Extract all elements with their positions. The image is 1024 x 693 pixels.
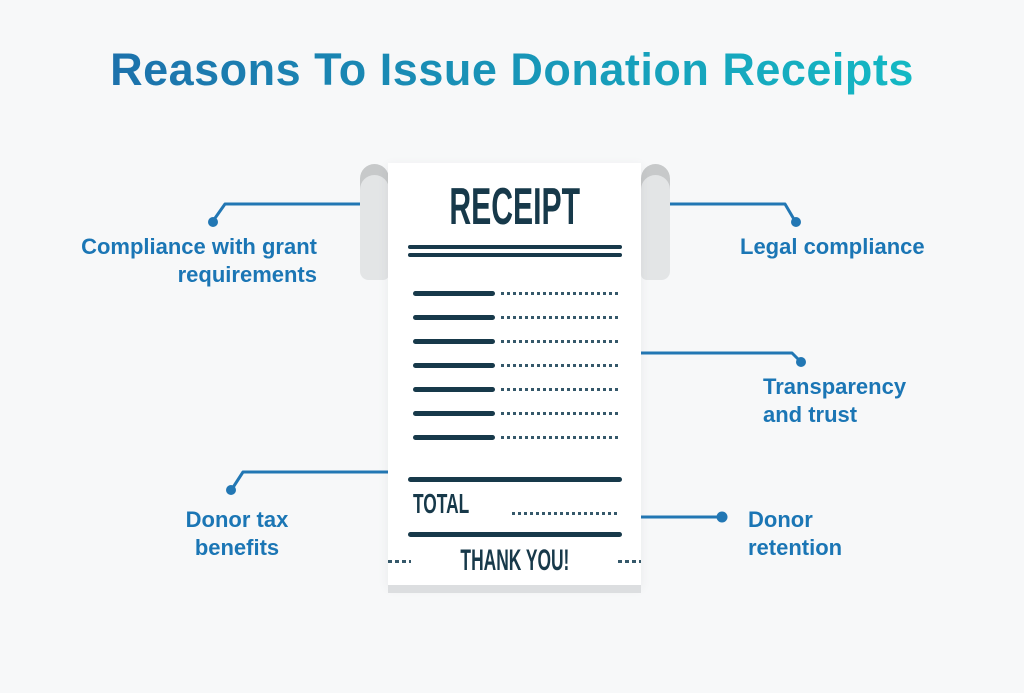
receipt-footer-label: THANK YOU!	[460, 544, 569, 577]
receipt-double-rule-bottom	[408, 253, 622, 257]
receipt-item-row	[413, 363, 618, 368]
reason-label-donor-retention: Donor retention	[748, 507, 843, 560]
receipt-bottom-strip	[388, 585, 641, 593]
connector-transparency-trust-line	[639, 351, 802, 363]
reason-label-legal-compliance: Legal compliance	[740, 234, 925, 259]
receipt-curl-left	[360, 164, 389, 280]
item-solid-bar	[413, 291, 495, 296]
item-dotted-line	[501, 292, 618, 295]
curl-roll	[360, 175, 389, 280]
receipt-item-row	[413, 435, 618, 440]
receipt-footer-row: THANK YOU!	[388, 546, 641, 576]
reason-label-donor-tax-benefits: Donor tax benefits	[185, 507, 289, 560]
receipt-heavy-rule-top	[408, 477, 622, 482]
receipt-illustration: RECEIPT TOTAL THANK YOU!	[388, 163, 641, 585]
item-dotted-line	[501, 412, 618, 415]
item-dotted-line	[501, 340, 618, 343]
item-solid-bar	[413, 387, 495, 392]
item-solid-bar	[413, 315, 495, 320]
receipt-heavy-rule-bottom	[408, 532, 622, 537]
footer-dash-right	[618, 559, 641, 563]
item-dotted-line	[501, 364, 618, 367]
connector-transparency-trust-dot	[796, 357, 806, 367]
receipt-item-row	[413, 411, 618, 416]
item-solid-bar	[413, 411, 495, 416]
receipt-total-label: TOTAL	[413, 488, 470, 519]
receipt-header: RECEIPT	[449, 178, 580, 236]
item-solid-bar	[413, 363, 495, 368]
connector-donor-tax-benefits-dot	[226, 485, 236, 495]
receipt-item-row	[413, 291, 618, 296]
reason-label-transparency-trust: Transparency and trust	[763, 374, 907, 427]
item-dotted-line	[501, 436, 618, 439]
receipt-double-rule-top	[408, 245, 622, 249]
page-title: Reasons To Issue Donation Receipts	[0, 44, 1024, 96]
connector-legal-compliance-dot	[791, 217, 801, 227]
receipt-total-row: TOTAL	[413, 490, 620, 518]
receipt-items	[413, 291, 618, 459]
connector-donor-tax-benefits-line	[230, 470, 390, 491]
connector-compliance-grant-line	[211, 202, 372, 223]
receipt-item-row	[413, 315, 618, 320]
receipt-total-dotted-line	[511, 512, 620, 515]
footer-dash-left	[388, 559, 411, 563]
reason-label-compliance-grant: Compliance with grant requirements	[81, 234, 317, 287]
receipt-item-row	[413, 339, 618, 344]
item-dotted-line	[501, 388, 618, 391]
item-solid-bar	[413, 339, 495, 344]
connector-donor-retention-dot	[716, 511, 728, 523]
receipt-item-row	[413, 387, 618, 392]
item-solid-bar	[413, 435, 495, 440]
item-dotted-line	[501, 316, 618, 319]
connector-legal-compliance-line	[658, 202, 797, 223]
receipt-curl-right	[641, 164, 670, 280]
curl-roll	[641, 175, 670, 280]
connector-compliance-grant-dot	[208, 217, 218, 227]
